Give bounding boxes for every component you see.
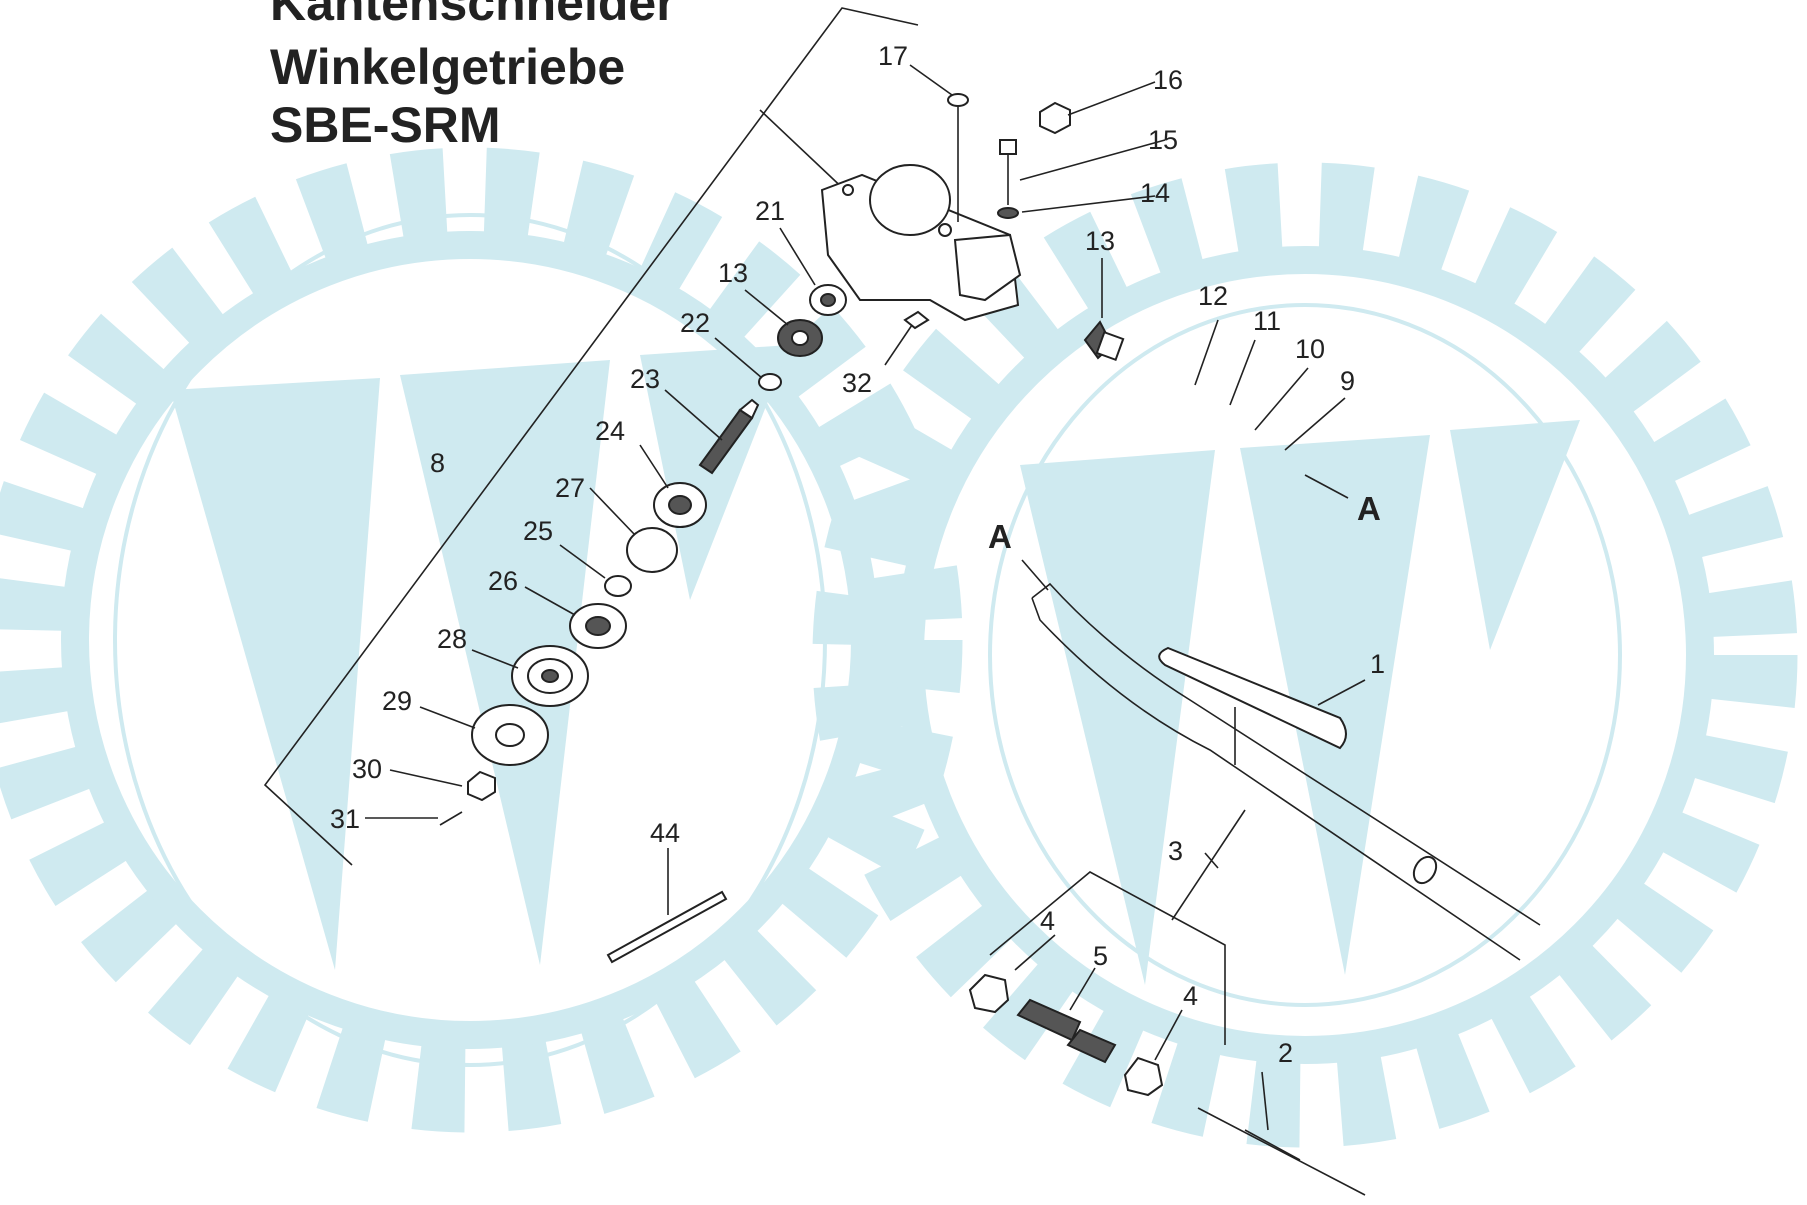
callout-8: 8 [430,448,445,478]
part-3-tube [1031,582,1541,961]
callout-32: 32 [842,368,872,398]
title-line-1: Kantenschneider [270,0,676,31]
part-14-washer [997,207,1019,219]
title-line-2: Winkelgetriebe [270,39,626,95]
callout-21: 21 [755,196,785,226]
group-8-bracket [263,7,919,866]
callout-15: 15 [1148,125,1178,155]
part-4-coupling-left [968,973,1010,1014]
part-5-sleeves [1016,998,1117,1064]
part-13-pinion-right [1083,320,1125,362]
callout-1: 1 [1370,649,1385,679]
title-line-3: SBE-SRM [270,97,501,153]
callout-4-right: 4 [1183,981,1198,1011]
part-27-ring [626,527,678,573]
part-25-bushing [604,575,632,597]
part-30-nut [467,770,496,802]
callout-27: 27 [555,473,585,503]
section-mark-a-right: A [1357,490,1381,527]
part-4-coupling-right [1123,1056,1164,1097]
gear-housing [820,164,1022,322]
part-32-gasket [903,310,930,330]
callout-13-left: 13 [718,258,748,288]
callout-4-left: 4 [1040,906,1055,936]
watermark-gear-right [812,162,1798,1148]
part-2-drive-shaft [1197,1107,1366,1196]
callout-16: 16 [1153,65,1183,95]
part-15-bolt [999,139,1017,205]
part-17-screw [947,93,969,222]
callout-2: 2 [1278,1038,1293,1068]
callout-17: 17 [878,41,908,71]
part-1-grip [1158,646,1347,750]
part-28-plate [511,645,589,707]
callout-26: 26 [488,566,518,596]
part-23-shaft [698,398,760,475]
section-mark-a-left: A [988,518,1012,555]
leader-lines [365,64,1366,1131]
callout-23: 23 [630,364,660,394]
callout-30: 30 [352,754,382,784]
part-24-bearing [653,482,707,528]
part-16-nut [1039,101,1071,135]
callout-9: 9 [1340,366,1355,396]
callout-24: 24 [595,416,625,446]
callout-12: 12 [1198,281,1228,311]
part-13-gear-left [777,319,823,357]
part-26-bearing [569,603,627,649]
callout-22: 22 [680,308,710,338]
part-22-ring [758,373,782,391]
callout-14: 14 [1140,178,1170,208]
callout-5: 5 [1093,941,1108,971]
callout-13-right: 13 [1085,226,1115,256]
callout-3: 3 [1168,836,1183,866]
callout-44: 44 [650,818,680,848]
part-31-pin [439,811,463,826]
callout-labels: 17 16 15 14 13 21 13 22 23 24 27 25 26 2… [330,41,1385,1068]
callout-11: 11 [1253,306,1281,336]
coupling-bracket [989,809,1246,1045]
part-29-disc [471,704,549,766]
part-44-rod [606,890,728,964]
callout-28: 28 [437,624,467,654]
part-21-bearing [809,284,847,316]
callout-10: 10 [1295,334,1325,364]
callout-25: 25 [523,516,553,546]
callout-31: 31 [330,804,360,834]
callout-29: 29 [382,686,412,716]
